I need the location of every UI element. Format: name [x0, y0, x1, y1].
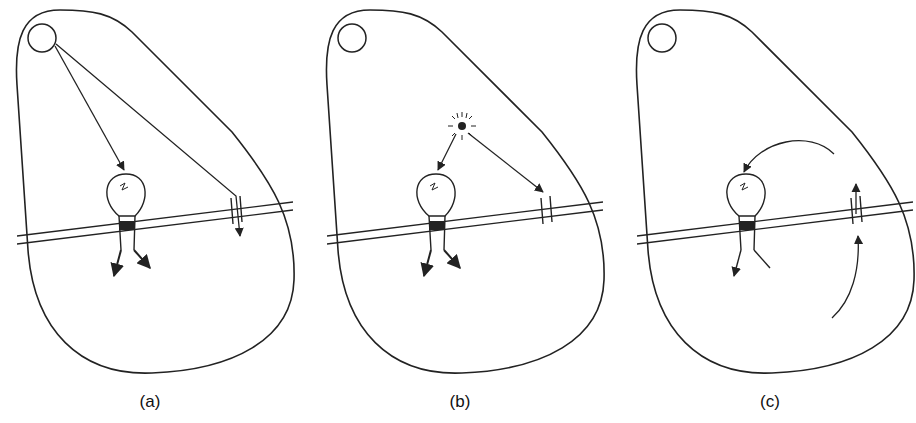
panel-a — [16, 10, 294, 373]
label-slot: (b) — [430, 392, 490, 412]
panel-label: (b) — [430, 392, 490, 412]
panel-c — [636, 10, 914, 373]
panel-label: (c) — [740, 392, 800, 412]
label-slot: (c) — [740, 392, 800, 412]
label-slot: (a) — [120, 392, 180, 412]
panel-label: (a) — [120, 392, 180, 412]
panel-b — [326, 10, 604, 373]
